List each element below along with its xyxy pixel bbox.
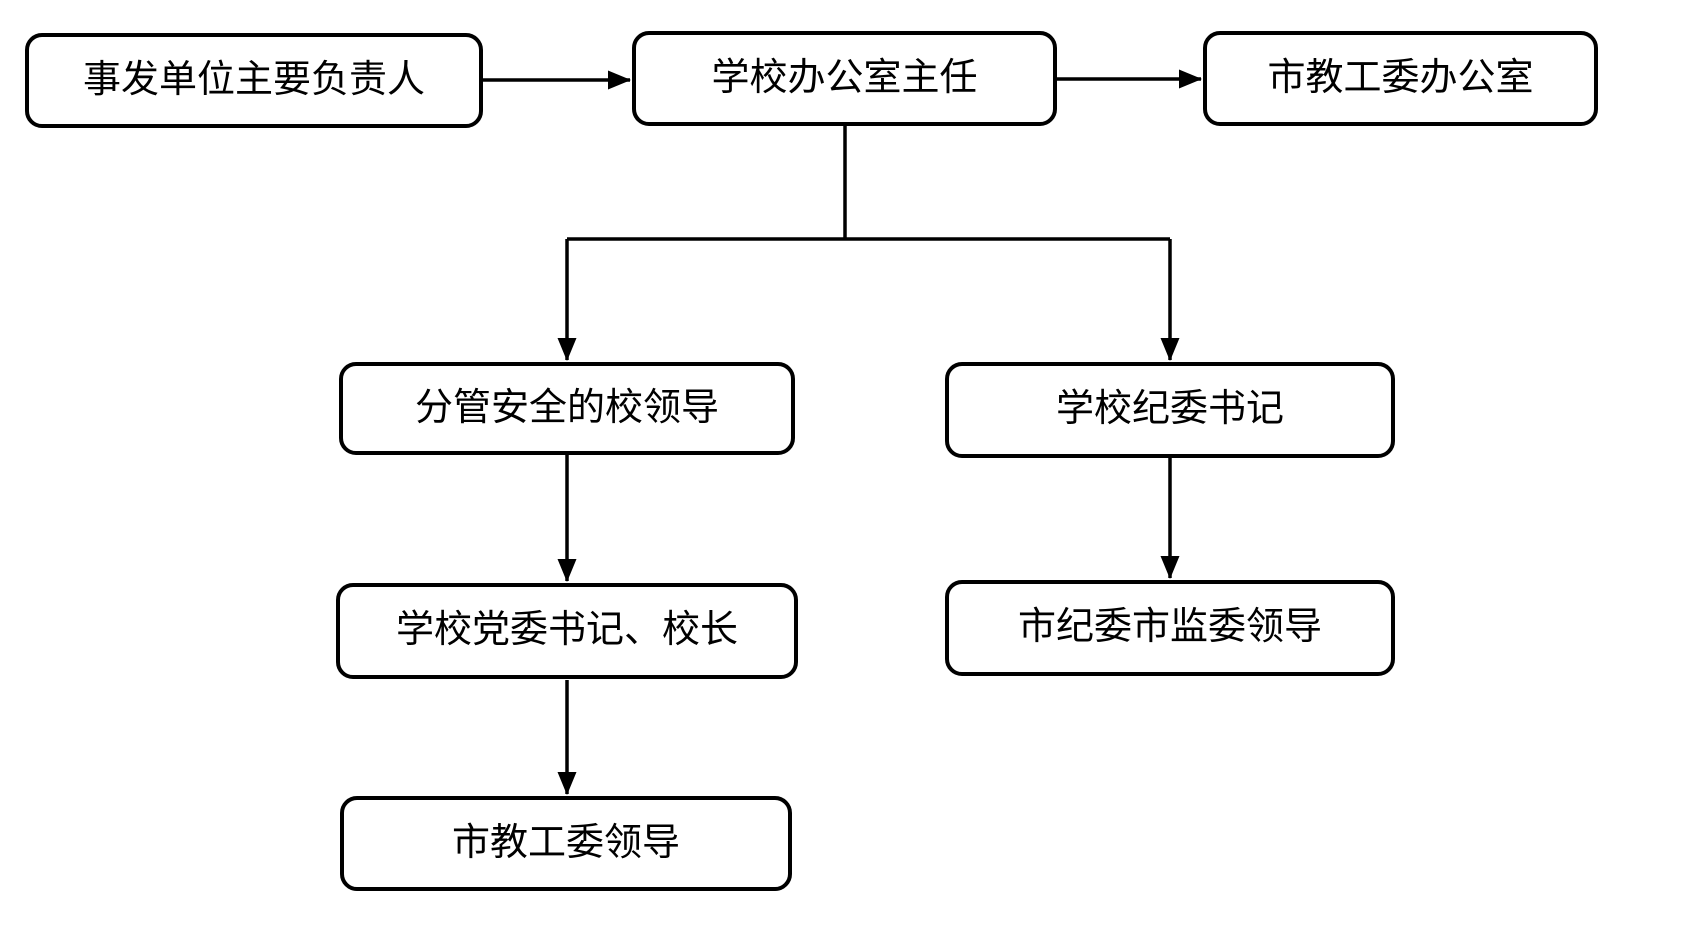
node-city-edu-work-committee-leaders: 市教工委领导 bbox=[340, 796, 792, 891]
node-city-discipline-supervision-leaders-label: 市纪委市监委领导 bbox=[1017, 606, 1322, 649]
node-school-discipline-secretary-label: 学校纪委书记 bbox=[1055, 388, 1284, 431]
node-incident-unit-head-label: 事发单位主要负责人 bbox=[82, 58, 425, 101]
node-incident-unit-head: 事发单位主要负责人 bbox=[25, 33, 483, 128]
node-school-office-director-label: 学校办公室主任 bbox=[711, 56, 978, 99]
node-city-discipline-supervision-leaders: 市纪委市监委领导 bbox=[945, 580, 1395, 676]
node-city-edu-work-committee-office: 市教工委办公室 bbox=[1203, 31, 1598, 126]
node-safety-school-leader-label: 分管安全的校领导 bbox=[414, 386, 719, 429]
node-school-office-director: 学校办公室主任 bbox=[632, 31, 1057, 126]
node-party-secretary-and-principal: 学校党委书记、校长 bbox=[336, 583, 798, 679]
node-safety-school-leader: 分管安全的校领导 bbox=[339, 362, 795, 455]
node-party-secretary-and-principal-label: 学校党委书记、校长 bbox=[395, 609, 738, 652]
node-city-edu-work-committee-leaders-label: 市教工委领导 bbox=[451, 821, 680, 864]
node-school-discipline-secretary: 学校纪委书记 bbox=[945, 362, 1395, 458]
node-city-edu-work-committee-office-label: 市教工委办公室 bbox=[1267, 56, 1534, 99]
